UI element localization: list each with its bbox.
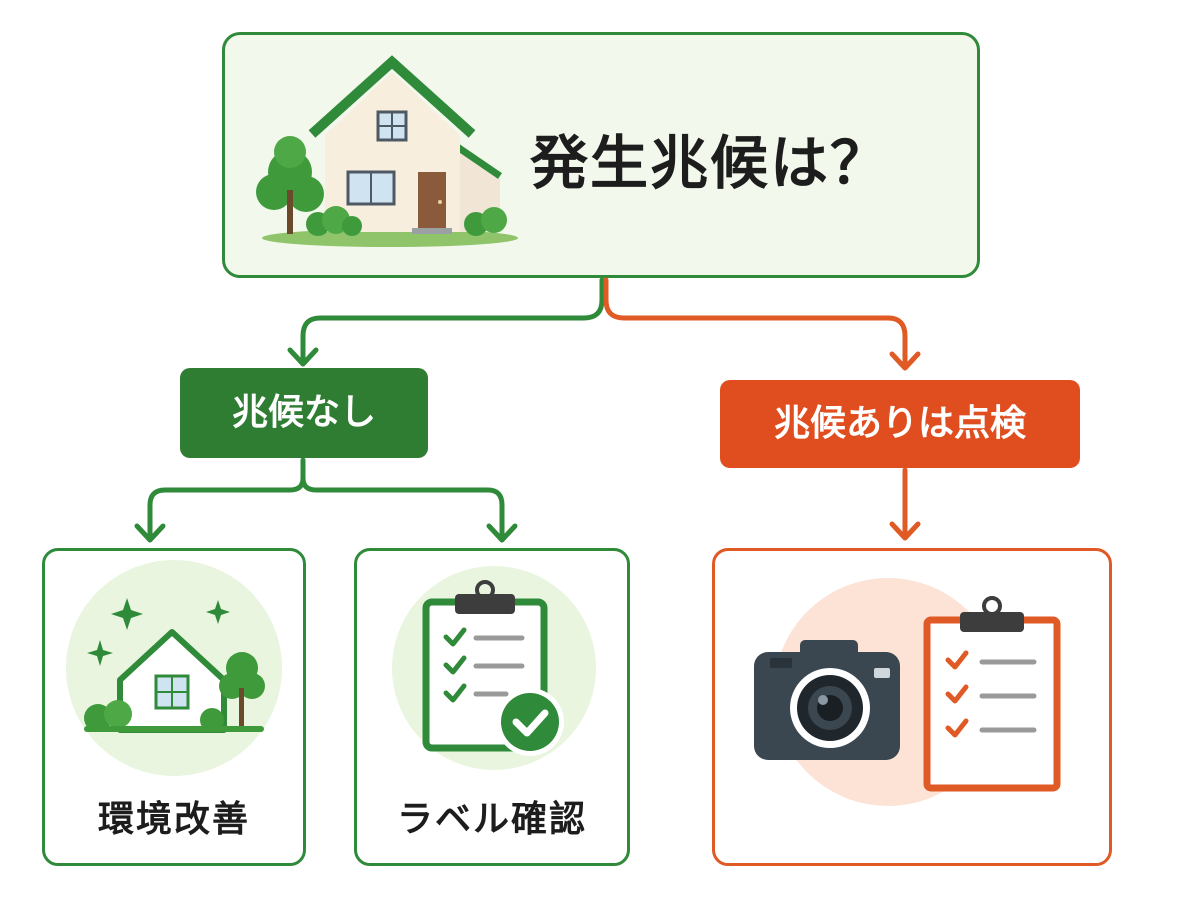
label-check-label: ラベル確認 [396,799,587,840]
inspection-icon [754,578,1061,806]
camera-icon [754,640,900,760]
symptoms-inspect-label: 兆候ありは点検 [720,380,1080,468]
connector-orange-down [889,467,921,541]
connector-orange-main [603,277,921,371]
house-illustration [256,55,518,247]
no-symptoms-label: 兆候なし [180,368,428,458]
question-title: 発生兆候は？ [530,129,891,197]
connector-green-main [287,277,605,367]
clipboard-icon [923,616,1061,792]
connector-green-split [134,457,518,543]
check-badge-icon [501,693,559,751]
clipboard-check-icon [392,566,596,770]
environment-improvement-icon [66,560,282,776]
sparkle-icon [111,598,143,630]
environment-improvement-label: 環境改善 [97,799,250,840]
